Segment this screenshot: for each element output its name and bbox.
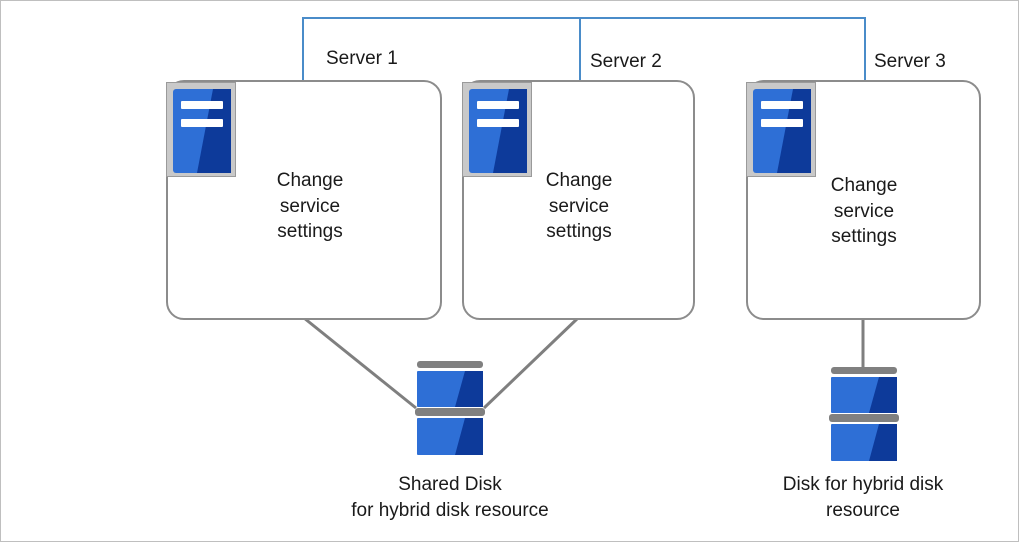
server-2-label: Server 2 — [590, 51, 662, 72]
server-3-line-2: service — [833, 200, 895, 222]
shared-disk-icon — [415, 361, 485, 455]
server-icon — [166, 82, 236, 177]
hybrid-disk-caption: Disk for hybrid disk resource — [768, 472, 958, 523]
disk-link-server-1 — [303, 316, 417, 410]
hybrid-disk-caption-line-2: resource — [826, 499, 900, 521]
server-3-text: Change service settings — [794, 173, 934, 250]
shared-disk-caption-line-1: Shared Disk — [398, 474, 502, 495]
hybrid-disk-caption-line-1: Disk for hybrid disk — [782, 474, 944, 495]
server-2-text: Change service settings — [509, 168, 649, 245]
shared-disk-caption-line-2: for hybrid disk resource — [351, 499, 549, 521]
server-2-line-2: service — [548, 195, 610, 217]
server-3-label: Server 3 — [874, 51, 946, 72]
server-2-line-3: settings — [546, 221, 612, 242]
server-1-text: Change service settings — [240, 168, 380, 245]
server-1-line-1: Change — [276, 170, 344, 191]
server-1-label: Server 1 — [326, 48, 398, 69]
server-2-line-1: Change — [545, 170, 613, 191]
disk-link-server-2 — [482, 316, 580, 410]
server-1-box — [166, 80, 442, 320]
server-icon — [746, 82, 816, 177]
server-3-line-1: Change — [830, 175, 898, 196]
server-3-line-3: settings — [831, 226, 897, 247]
hybrid-disk-icon — [829, 367, 899, 461]
server-1-line-3: settings — [277, 221, 343, 242]
server-1-line-2: service — [279, 195, 341, 217]
shared-disk-caption: Shared Disk for hybrid disk resource — [340, 472, 560, 523]
server-icon — [462, 82, 532, 177]
network-line — [302, 17, 866, 80]
